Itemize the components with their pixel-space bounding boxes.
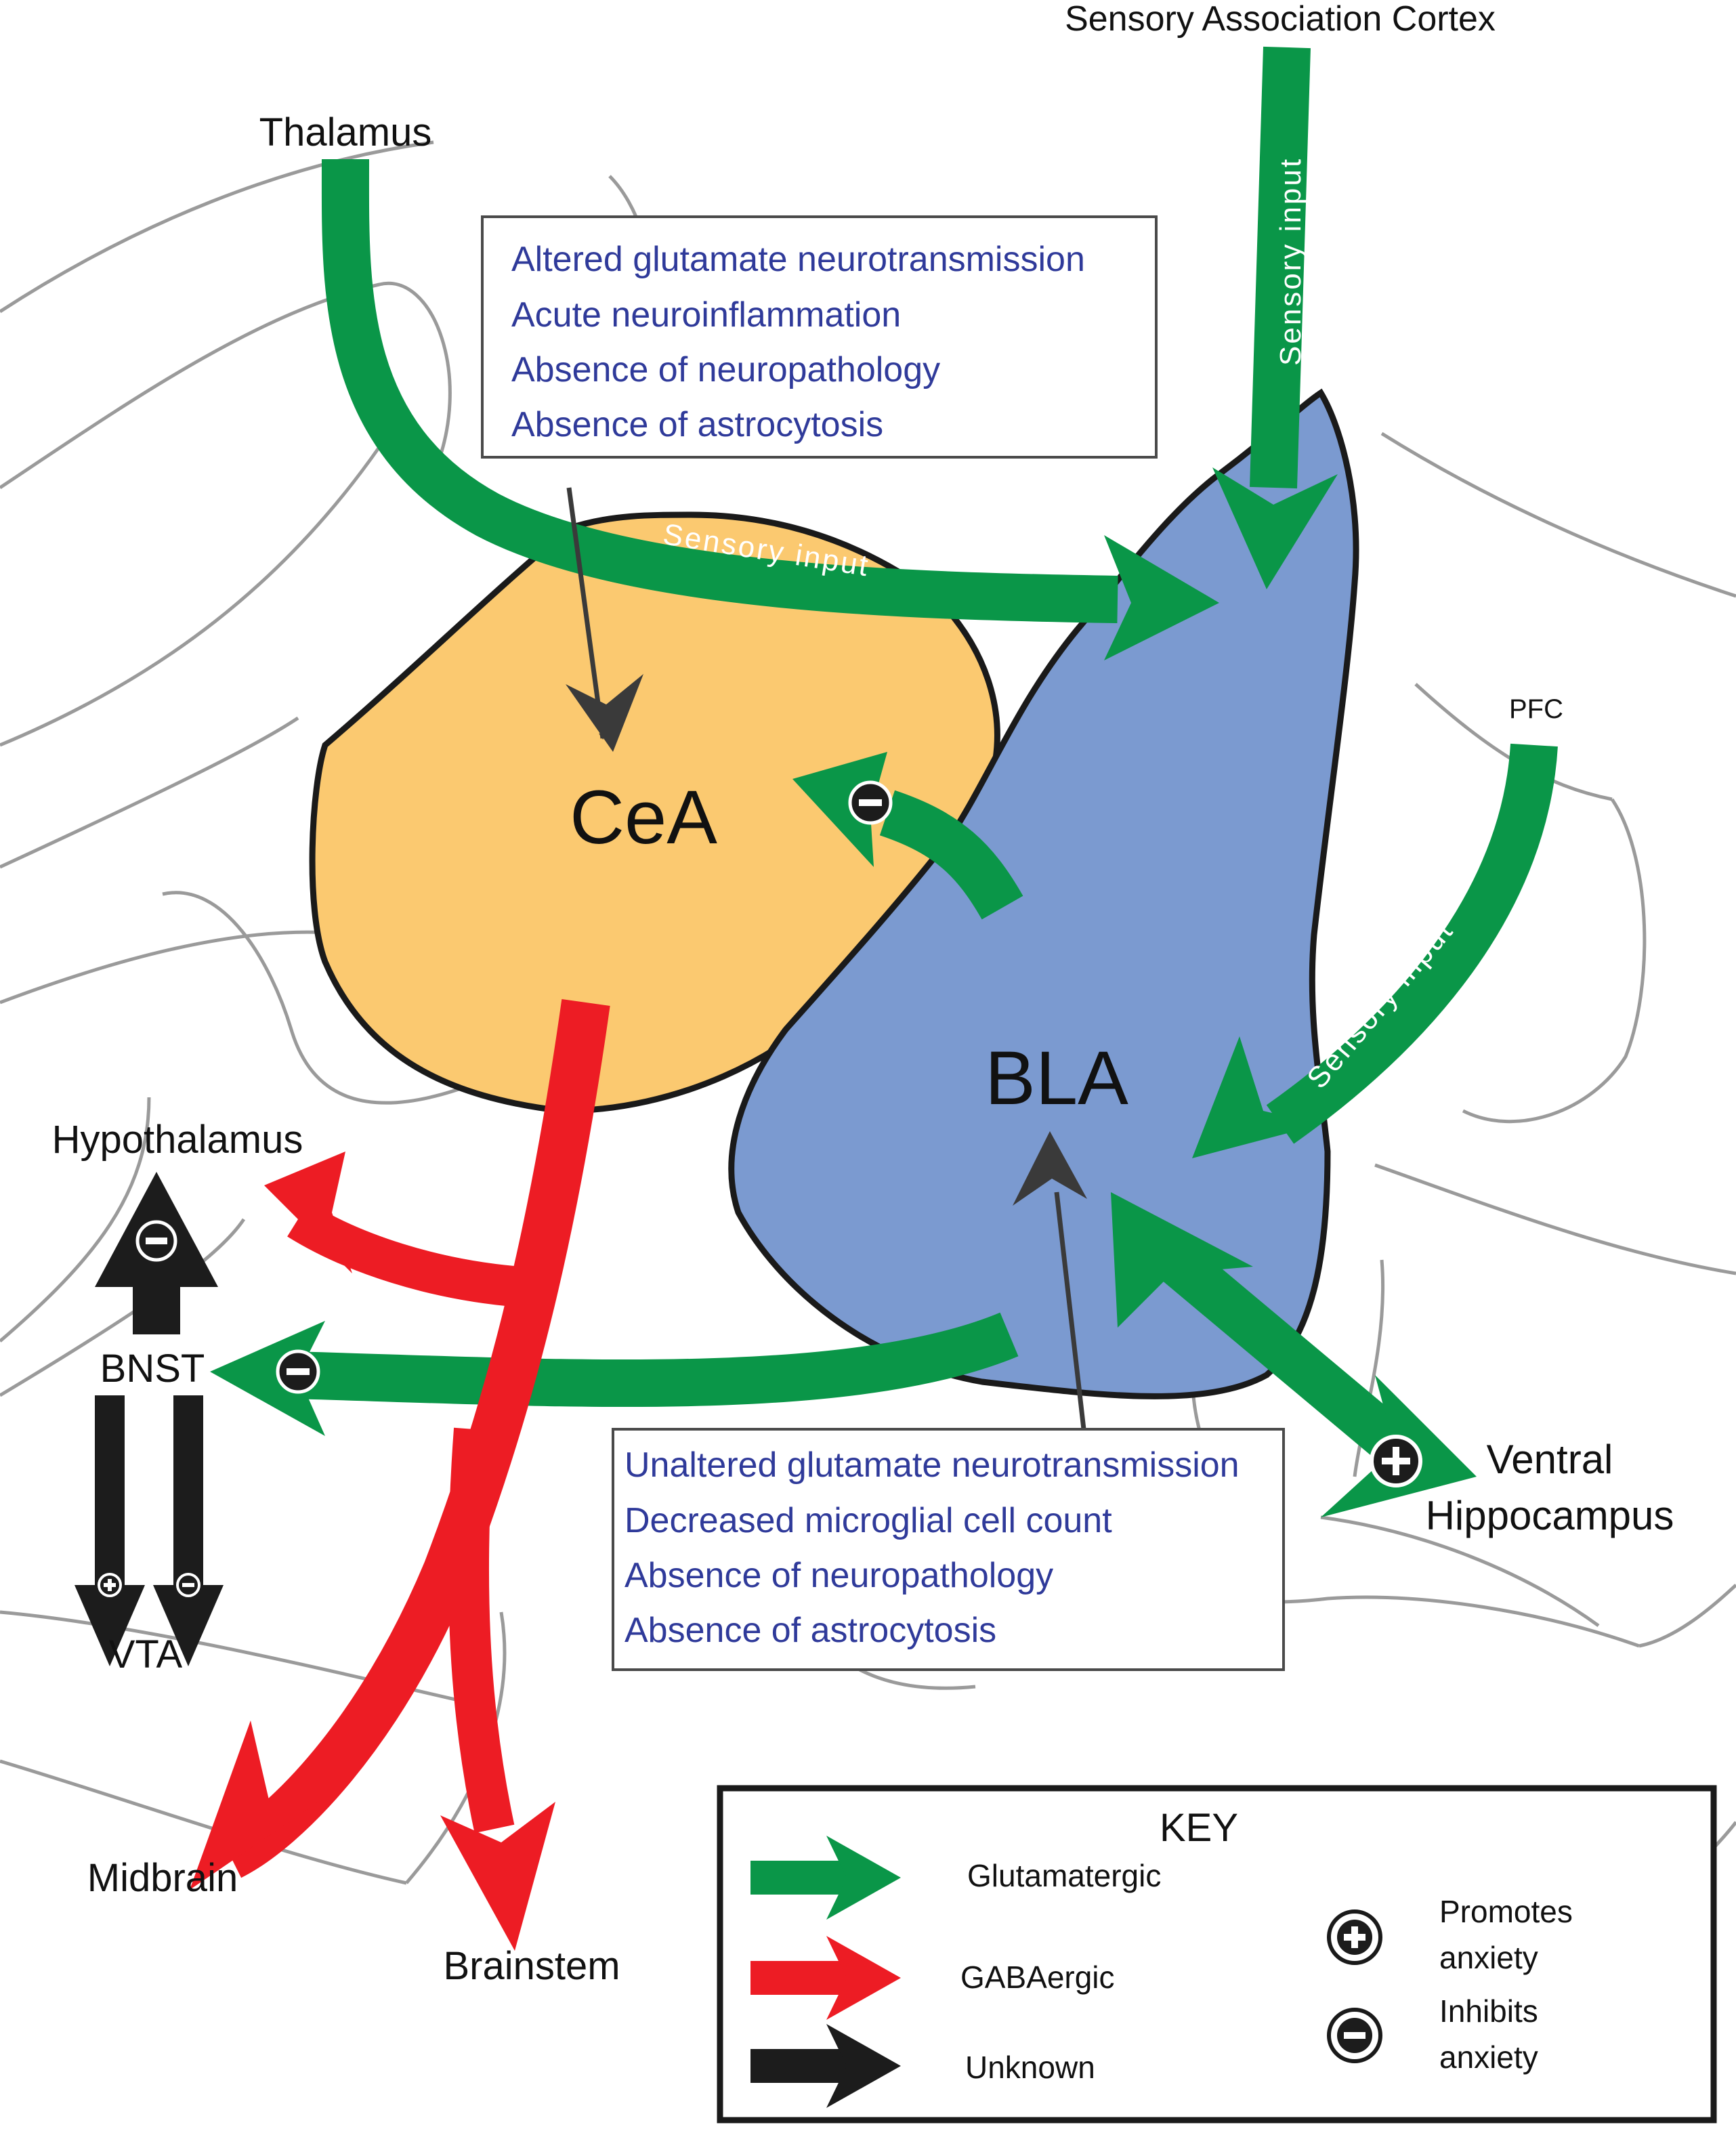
sensory-cortex-label: Sensory Association Cortex <box>1065 0 1496 39</box>
key-inhibits-label: Inhibits <box>1439 1993 1538 2029</box>
key-inhibits-anxiety-label: anxiety <box>1439 2040 1538 2075</box>
pfc-label: PFC <box>1509 694 1563 724</box>
key-promotes-label: Promotes <box>1439 1894 1573 1929</box>
brainstem-label: Brainstem <box>443 1944 620 1988</box>
cea-finding-1: Altered glutamate neurotransmission <box>511 240 1085 279</box>
minus-icon <box>135 1220 177 1262</box>
key-glutamatergic-arrow <box>750 1836 901 1920</box>
plus-icon <box>1370 1435 1422 1487</box>
bla-to-cea-arrow <box>792 752 1023 920</box>
bla-finding-4: Absence of astrocytosis <box>624 1611 996 1650</box>
bla-label: BLA <box>985 1036 1128 1120</box>
key-title: KEY <box>1160 1806 1238 1850</box>
bla-findings-pointer <box>1013 1131 1087 1206</box>
midbrain-label: Midbrain <box>87 1856 238 1900</box>
key-legend: KEY Glutamatergic GABAergic Unknown Prom… <box>717 1785 1717 2124</box>
ventral-label: Ventral <box>1487 1437 1613 1482</box>
key-glutamatergic-label: Glutamatergic <box>967 1858 1161 1893</box>
hippocampus-label: Hippocampus <box>1426 1493 1674 1538</box>
bla-finding-2: Decreased microglial cell count <box>624 1501 1112 1540</box>
minus-icon <box>276 1349 320 1394</box>
minus-icon <box>848 780 893 825</box>
cea-findings-box: Altered glutamate neurotransmission Acut… <box>481 215 1158 459</box>
bnst-label: BNST <box>100 1347 205 1391</box>
plus-icon <box>1327 1909 1382 1965</box>
key-unknown-arrow <box>750 2024 901 2108</box>
key-unknown-label: Unknown <box>965 2050 1095 2085</box>
cortex-to-bla-arrow: Sensory input <box>1212 46 1338 589</box>
cea-gabaergic-projections <box>190 998 610 1951</box>
key-gabaergic-label: GABAergic <box>960 1960 1115 1995</box>
bla-findings-box: Unaltered glutamate neurotransmission De… <box>612 1428 1285 1671</box>
cortex-sensory-input-label: Sensory input <box>1274 157 1307 366</box>
cea-label: CeA <box>570 775 717 860</box>
key-gabaergic-arrow <box>750 1936 901 2020</box>
cea-finding-4: Absence of astrocytosis <box>511 405 883 444</box>
bla-finding-3: Absence of neuropathology <box>624 1556 1053 1595</box>
bla-findings-connector <box>1054 1191 1086 1430</box>
vta-label: VTA <box>109 1632 183 1676</box>
hypothalamus-label: Hypothalamus <box>52 1118 303 1162</box>
bla-to-bnst-arrow <box>210 1312 1019 1436</box>
cea-finding-3: Absence of neuropathology <box>511 350 940 389</box>
thalamus-label: Thalamus <box>259 110 432 154</box>
thalamus-to-bla-arrow: Sensory input <box>321 159 1219 660</box>
bla-finding-1: Unaltered glutamate neurotransmission <box>624 1445 1240 1485</box>
plus-icon <box>98 1573 122 1597</box>
minus-icon <box>176 1573 200 1597</box>
minus-icon <box>1327 2008 1382 2063</box>
cea-findings-pointer <box>566 674 643 752</box>
cea-findings-connector <box>566 487 606 740</box>
cea-finding-2: Acute neuroinflammation <box>511 295 901 335</box>
key-promotes-anxiety-label: anxiety <box>1439 1940 1538 1975</box>
